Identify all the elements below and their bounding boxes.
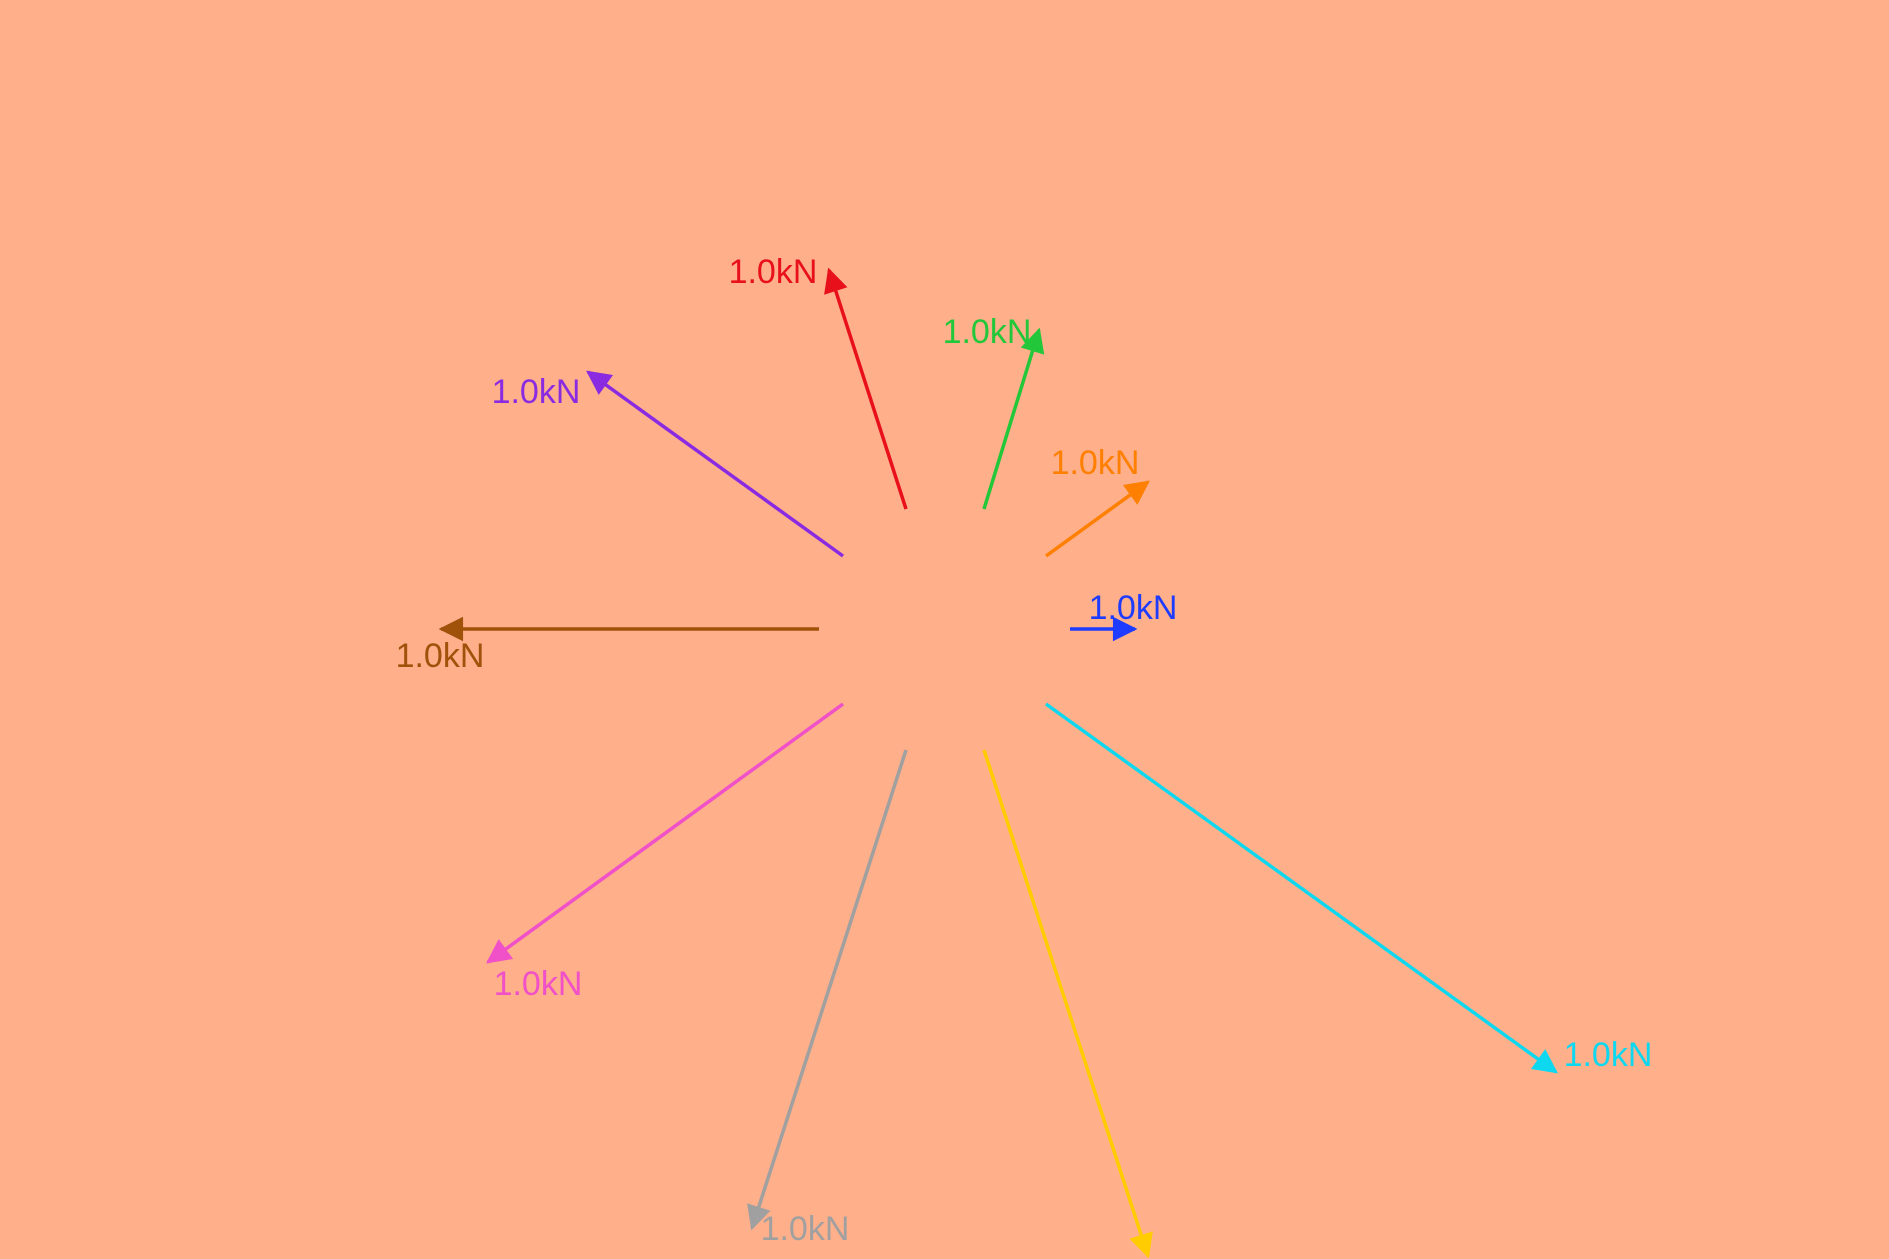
force-arrow-yellow (982, 749, 1153, 1259)
force-arrow-pink (486, 702, 845, 964)
force-label-red: 1.0kN (729, 253, 818, 291)
force-arrows: 1.0kN 1.0kN 1.0kN 1.0kN 1.0kN 1.0kN 1.0kN 1.0kN… (396, 253, 1653, 1259)
force-label-purple: 1.0kN (492, 373, 581, 411)
force-label-blue: 1.0kN (1089, 589, 1178, 627)
force-arrow-red (824, 267, 908, 510)
force-arrow-cyan (1044, 702, 1558, 1074)
force-arrow-green (982, 327, 1045, 510)
force-arrow-orange (1044, 480, 1150, 558)
force-label-pink: 1.0kN (494, 965, 583, 1003)
force-label-cyan: 1.0kN (1564, 1036, 1653, 1074)
force-label-green: 1.0kN (943, 313, 1032, 351)
force-label-orange: 1.0kN (1051, 444, 1140, 482)
force-label-gray: 1.0kN (761, 1210, 850, 1248)
force-label-brown: 1.0kN (396, 637, 485, 675)
force-arrow-purple (586, 370, 845, 558)
force-arrow-gray (747, 749, 908, 1231)
